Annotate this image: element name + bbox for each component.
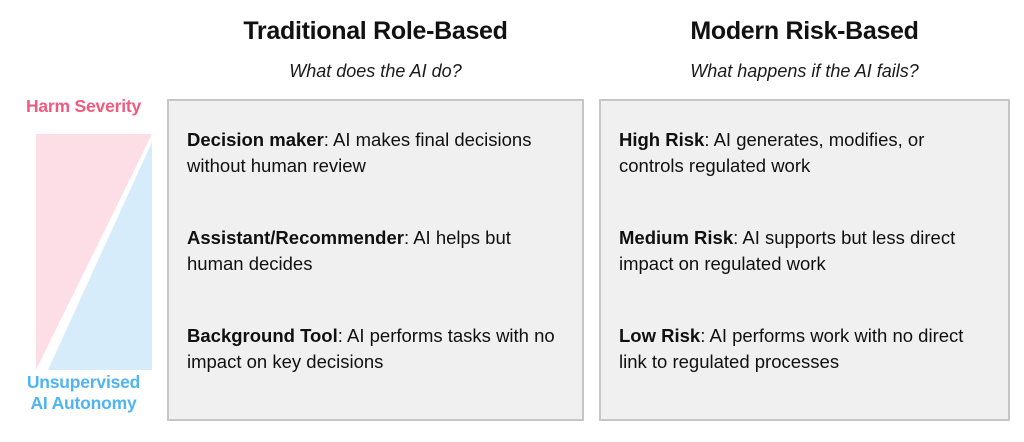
item-term: Medium Risk	[619, 227, 734, 248]
list-item: Background Tool: AI performs tasks with …	[187, 323, 564, 375]
list-item: Decision maker: AI makes final decisions…	[187, 127, 564, 179]
column-traditional-role-based: Traditional Role-Based What does the AI …	[167, 0, 584, 442]
ai-autonomy-triangle-icon	[48, 142, 152, 370]
list-item: Medium Risk: AI supports but less direct…	[619, 225, 990, 277]
list-item: Assistant/Recommender: AI helps but huma…	[187, 225, 564, 277]
item-term: Background Tool	[187, 325, 338, 346]
item-term: High Risk	[619, 129, 705, 150]
item-term: Low Risk	[619, 325, 701, 346]
column-modern-risk-based: Modern Risk-Based What happens if the AI…	[599, 0, 1010, 442]
axis-gradient-triangles	[36, 134, 152, 370]
panel-traditional-role-based: Decision maker: AI makes final decisions…	[167, 99, 584, 421]
column-title-traditional: Traditional Role-Based	[243, 17, 508, 45]
harm-severity-axis-label: Harm Severity	[25, 96, 142, 116]
panel-modern-risk-based: High Risk: AI generates, modifies, or co…	[599, 99, 1010, 421]
column-title-modern: Modern Risk-Based	[690, 17, 919, 45]
ai-autonomy-axis-label: Unsupervised AI Autonomy	[0, 372, 167, 414]
ai-autonomy-axis-label-line2: AI Autonomy	[30, 393, 137, 413]
harm-severity-triangle-icon	[36, 134, 152, 370]
column-subtitle-modern: What happens if the AI fails?	[690, 61, 919, 81]
item-desc: : AI performs work with no direct link t…	[619, 325, 964, 372]
item-desc: : AI performs tasks with no impact on ke…	[187, 325, 555, 372]
item-desc: : AI helps but human decides	[187, 227, 511, 274]
item-desc: : AI makes final decisions without human…	[187, 129, 532, 176]
ai-autonomy-axis-label-line1: Unsupervised	[26, 372, 141, 392]
axis-legend: Harm Severity Unsupervised AI Autonomy	[0, 96, 167, 436]
item-desc: : AI supports but less direct impact on …	[619, 227, 956, 274]
column-subtitle-traditional: What does the AI do?	[289, 61, 462, 81]
item-desc: : AI generates, modifies, or controls re…	[619, 129, 925, 176]
item-term: Assistant/Recommender	[187, 227, 404, 248]
list-item: Low Risk: AI performs work with no direc…	[619, 323, 990, 375]
list-item: High Risk: AI generates, modifies, or co…	[619, 127, 990, 179]
item-term: Decision maker	[187, 129, 324, 150]
